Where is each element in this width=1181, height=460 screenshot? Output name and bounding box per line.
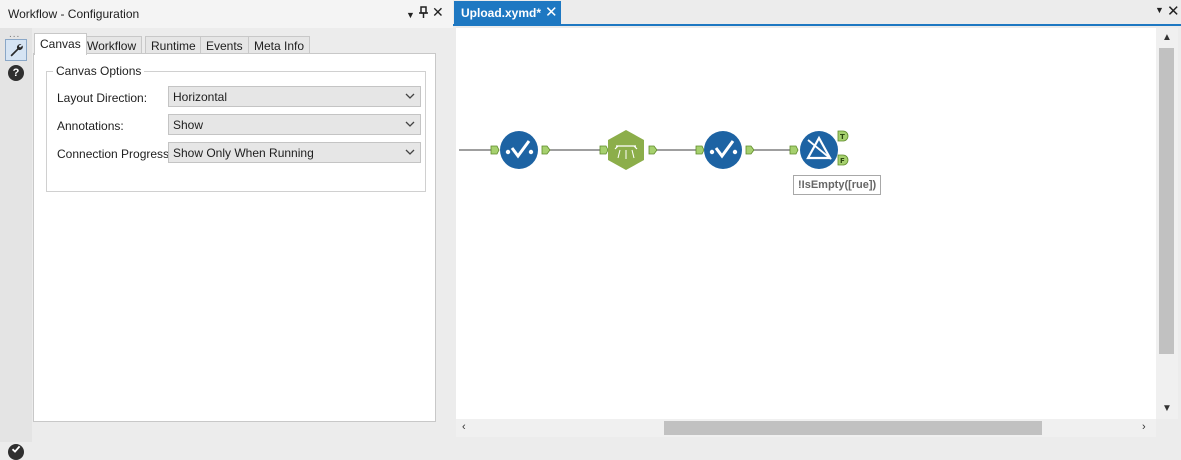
tool-annotation[interactable]: !IsEmpty([rue]) [793, 175, 882, 195]
close-icon[interactable]: ✕ [1167, 3, 1180, 20]
wrench-icon[interactable] [5, 39, 27, 61]
tab-events[interactable]: Events [200, 36, 249, 54]
document-tab-strip: Upload.xymd* ✕ ▼ ✕ [453, 0, 1181, 26]
select-tool-icon[interactable] [704, 131, 742, 169]
output-anchor[interactable] [541, 145, 551, 155]
false-anchor-label: F [840, 157, 845, 165]
horizontal-scroll-thumb[interactable] [664, 421, 1042, 435]
false-anchor[interactable]: F [837, 154, 849, 166]
scroll-up-icon[interactable]: ▲ [1162, 32, 1172, 43]
configuration-panel: Workflow - Configuration ▼ ✕ ... ? Canva… [0, 0, 453, 460]
document-tab[interactable]: Upload.xymd* ✕ [454, 1, 561, 26]
chevron-down-icon [405, 121, 415, 127]
scroll-down-icon[interactable]: ▼ [1162, 403, 1172, 414]
help-icon[interactable]: ? [8, 65, 24, 81]
configuration-titlebar: Workflow - Configuration ▼ ✕ [0, 0, 453, 28]
group-label: Canvas Options [53, 64, 145, 78]
select-tool-icon[interactable] [500, 131, 538, 169]
vertical-scroll-thumb[interactable] [1159, 48, 1174, 354]
tab-workflow[interactable]: Workflow [81, 36, 143, 54]
layout-direction-select[interactable]: Horizontal [168, 86, 421, 107]
connection-progress-label: Connection Progress: [57, 147, 173, 161]
workflow-canvas[interactable]: T F !IsEmpty([rue]) [456, 28, 1156, 419]
horizontal-scrollbar[interactable]: ‹ › [456, 419, 1156, 437]
workflow-canvas-area: Upload.xymd* ✕ ▼ ✕ [453, 0, 1181, 442]
tab-canvas[interactable]: Canvas [34, 33, 87, 55]
true-anchor[interactable]: T [837, 130, 849, 142]
data-cleansing-tool-icon[interactable] [608, 130, 644, 170]
pin-icon[interactable] [418, 6, 429, 23]
check-icon[interactable] [8, 444, 24, 460]
canvas-tab-content: Canvas Options Layout Direction: Horizon… [33, 53, 436, 422]
output-anchor[interactable] [648, 145, 658, 155]
tab-runtime[interactable]: Runtime [145, 36, 202, 54]
close-icon[interactable]: ✕ [545, 4, 558, 21]
close-icon[interactable]: ✕ [432, 4, 444, 20]
panel-title: Workflow - Configuration [8, 7, 140, 21]
chevron-down-icon [405, 149, 415, 155]
strip-grip: ... [9, 29, 21, 40]
panel-menu-button[interactable]: ▼ [406, 10, 415, 20]
output-anchor[interactable] [745, 145, 755, 155]
layout-direction-label: Layout Direction: [57, 91, 148, 105]
tool-strip: ... ? [0, 28, 32, 460]
canvas-options-group: Canvas Options Layout Direction: Horizon… [46, 64, 426, 192]
connection-progress-value: Show Only When Running [173, 146, 314, 160]
document-menu-button[interactable]: ▼ [1155, 5, 1164, 15]
annotations-select[interactable]: Show [168, 114, 421, 135]
input-anchor[interactable] [599, 145, 609, 155]
filter-tool-icon[interactable] [800, 131, 838, 169]
connection-progress-select[interactable]: Show Only When Running [168, 142, 421, 163]
annotations-label: Annotations: [57, 119, 124, 133]
document-tab-label: Upload.xymd* [461, 6, 542, 20]
annotations-value: Show [173, 118, 204, 132]
vertical-scrollbar[interactable]: ▲ ▼ [1156, 28, 1178, 419]
true-anchor-label: T [840, 133, 845, 141]
input-anchor[interactable] [490, 145, 500, 155]
input-anchor[interactable] [695, 145, 705, 155]
scroll-left-icon[interactable]: ‹ [462, 421, 466, 433]
scroll-right-icon[interactable]: › [1142, 421, 1146, 433]
tab-meta-info[interactable]: Meta Info [248, 36, 311, 54]
layout-direction-value: Horizontal [173, 90, 228, 104]
chevron-down-icon [405, 93, 415, 99]
input-anchor[interactable] [789, 145, 799, 155]
